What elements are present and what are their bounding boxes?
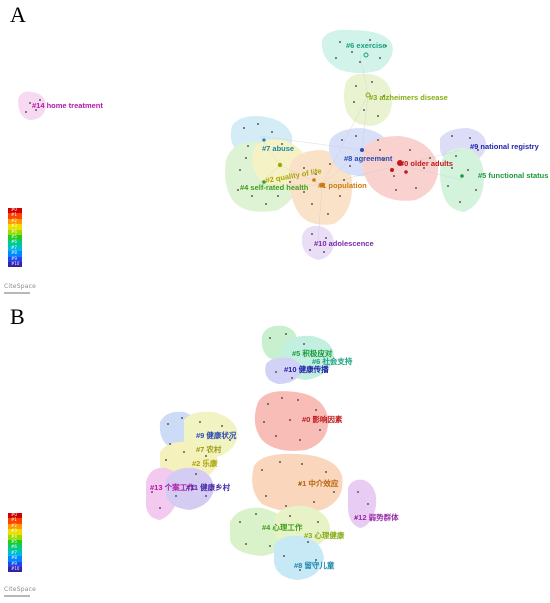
cluster-label-c1: #1 population [318,181,367,190]
cluster-label-b12: #12 弱势群体 [354,512,399,522]
cluster-label-c8: #8 agreement [344,154,393,163]
legend-a: #0 #1 #2 #3 #4 #5 #6 #7 #8 #9 #10 [8,207,22,268]
cluster-label-c6: #6 exercise [346,41,386,50]
legend-b-swatch: #5 [8,539,22,546]
legend-b-swatch: #6 [8,544,22,551]
cluster-label-c7: #7 abuse [262,144,294,153]
cluster-label-c3: #3 alzheimers disease [369,93,448,102]
cluster-label-b11: #11 健康乡村 [186,482,231,492]
panel-a: A [0,0,550,300]
legend-b-swatch: #2 [8,523,22,530]
cluster-label-b1: #1 中介效应 [298,478,339,488]
hull-b1 [252,453,343,512]
legend-a-swatch: #0 [8,207,22,214]
legend-a-swatch: #7 [8,245,22,252]
cluster-label-c4: #4 self-rated health [240,183,309,192]
legend-a-swatch: #1 [8,212,22,219]
legend-a-swatch: #5 [8,234,22,241]
cluster-label-b2: #2 乐康 [192,458,218,468]
legend-b-swatch: #10 [8,566,22,573]
citespace-logo-a-bar [4,292,30,294]
legend-a-swatch: #10 [8,261,22,268]
hull-b12 [348,479,377,528]
panel-b-letter: B [10,304,25,329]
hull-b8 [274,535,324,580]
cluster-label-b4: #4 心理工作 [262,522,303,532]
legend-a-swatch: #6 [8,239,22,246]
panel-a-network: #6 exercise #3 alzheimers disease #7 abu… [18,29,548,260]
cluster-label-b5: #5 积极应对 [292,348,333,358]
citespace-logo-b-bar [4,595,30,597]
citespace-logo-a: CiteSpace [4,283,36,290]
cluster-label-c5: #5 functional status [478,171,548,180]
cluster-label-b6: #6 社会支持 [312,356,353,366]
panel-a-letter: A [10,2,26,27]
legend-b-swatch: #9 [8,561,22,567]
cluster-label-c9: #9 national registry [470,142,540,151]
hull-b0 [254,391,329,451]
panel-b: B [0,300,550,603]
cluster-label-c10: #10 adolescence [314,239,374,248]
cluster-label-b13: #13 个案工作 [150,482,195,492]
legend-b-swatch: #0 [8,512,22,519]
hull-b11 [166,467,214,510]
cluster-label-b9: #9 健康状况 [196,430,237,440]
legend-b-swatch: #3 [8,528,22,535]
legend-a-swatch: #4 [8,229,22,235]
legend-a-swatch: #3 [8,223,22,230]
hull-c6 [321,29,393,73]
legend-a-swatch: #9 [8,256,22,262]
cluster-label-b3: #3 心理健康 [304,530,345,540]
hull-c10 [302,225,334,260]
cluster-label-b10: #10 健康传播 [284,364,329,374]
legend-a-swatch: #2 [8,218,22,225]
legend-b-swatch: #1 [8,517,22,524]
legend-b: #0 #1 #2 #3 #4 #5 #6 #7 #8 #9 #10 [8,512,22,573]
legend-a-swatch: #8 [8,250,22,257]
legend-b-swatch: #7 [8,550,22,557]
hull-c1 [289,150,353,225]
legend-b-swatch: #8 [8,555,22,562]
panel-b-network: #5 积极应对 #6 社会支持 #10 健康传播 #0 影响因素 #9 健康状况… [145,325,399,580]
cluster-label-b8: #8 留守儿童 [294,560,335,570]
hull-c14 [18,91,46,120]
cluster-label-c0: #0 older adults [400,159,453,168]
citespace-logo-b: CiteSpace [4,586,36,593]
cluster-label-b0: #0 影响因素 [302,414,343,424]
hull-c0 [362,136,439,201]
cluster-label-c14: #14 home treatment [32,101,103,110]
legend-b-swatch: #4 [8,534,22,540]
cluster-label-b7: #7 农村 [196,444,222,454]
